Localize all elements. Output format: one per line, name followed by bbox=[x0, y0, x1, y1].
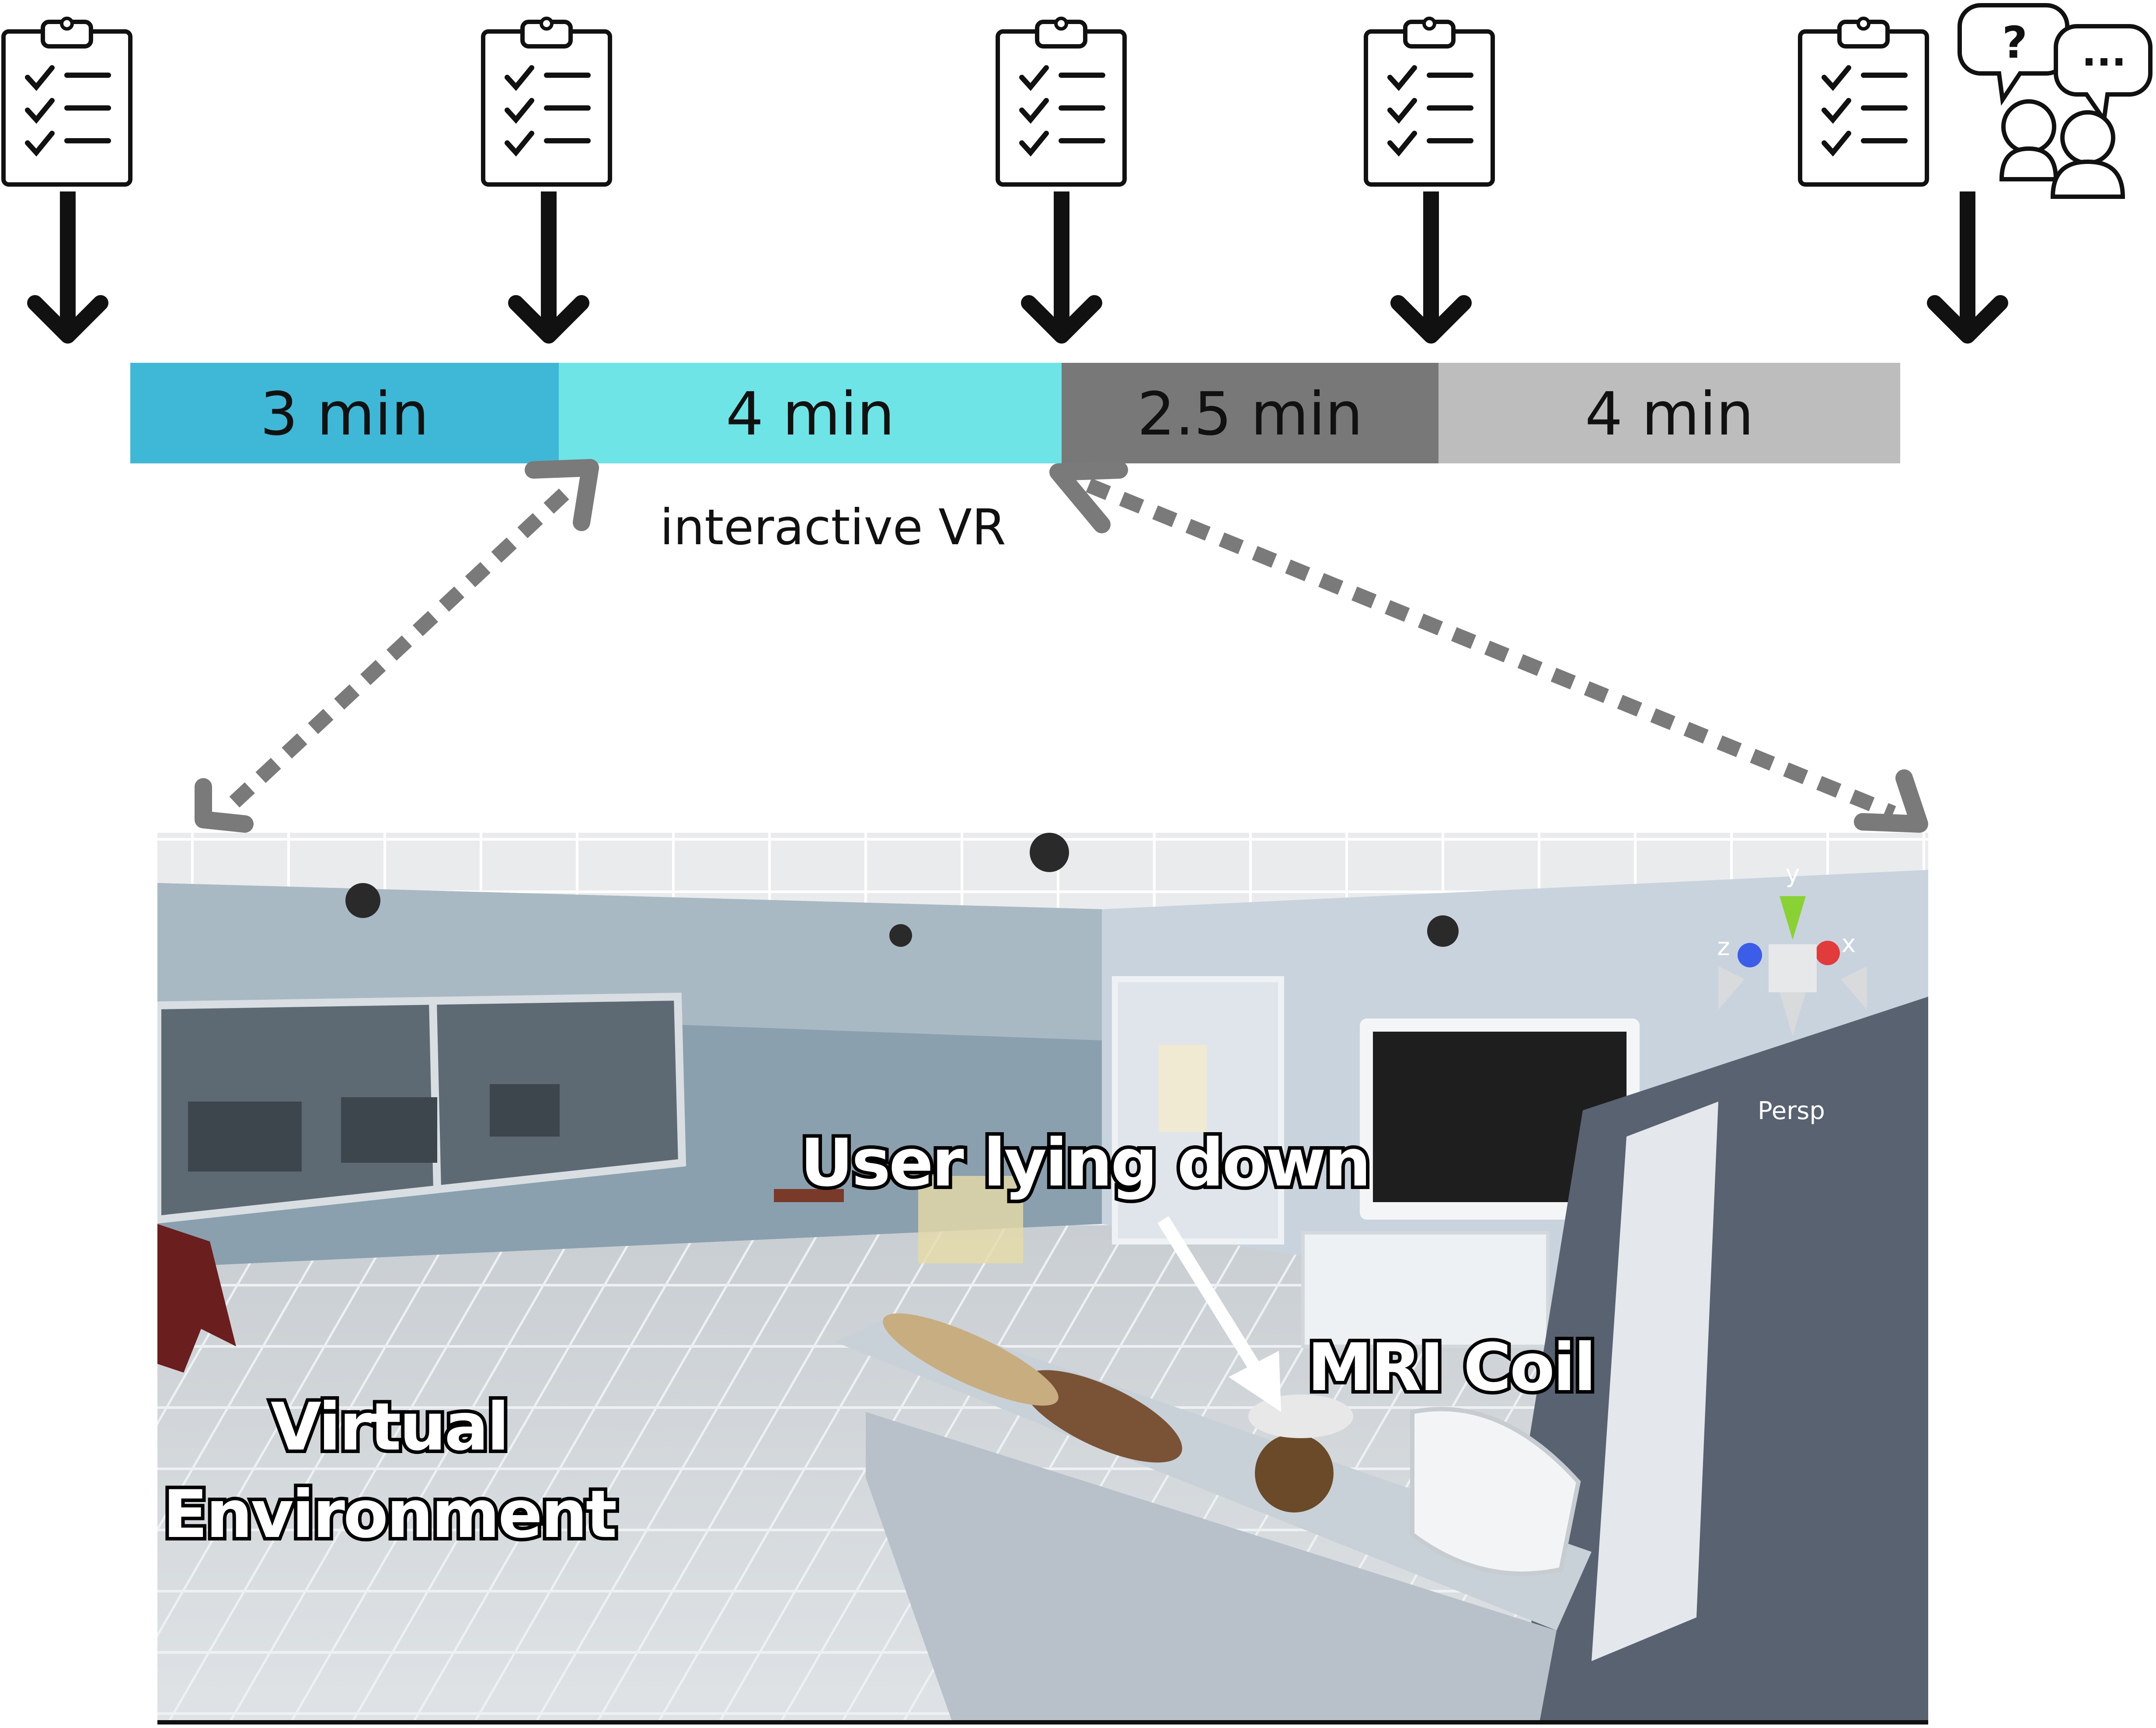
scene-orientation-gizmo[interactable]: y x z Persp bbox=[1717, 860, 1867, 1125]
questionnaire-icon-1 bbox=[3, 18, 130, 184]
segment-4 bbox=[1438, 363, 1900, 463]
segment-2-label: 4 min bbox=[726, 380, 895, 449]
arrow-down-3 bbox=[1029, 191, 1094, 336]
user-lying-down-label: User lying down bbox=[800, 1125, 1369, 1201]
gizmo-x-label: x bbox=[1841, 930, 1856, 958]
vr-scene-screenshot: y x z Persp User lying down MRI Coil Vir… bbox=[157, 833, 1928, 1725]
questionnaire-icon-3 bbox=[998, 18, 1125, 184]
segment-3 bbox=[1062, 363, 1438, 463]
questionnaire-icon-4 bbox=[1366, 18, 1493, 184]
interview-chat-icon: ? ... bbox=[1957, 3, 2153, 199]
arrow-down-1 bbox=[35, 191, 101, 336]
timeline-bar: 3 min 4 min 2.5 min 4 min bbox=[130, 363, 1900, 463]
arrow-down-4 bbox=[1398, 191, 1464, 336]
arrow-down-5 bbox=[1935, 191, 2000, 336]
gizmo-z-label: z bbox=[1717, 933, 1730, 961]
dotted-arrow-left bbox=[195, 459, 599, 833]
gizmo-y-label: y bbox=[1785, 860, 1800, 888]
user-pointer-arrow bbox=[1157, 1216, 1281, 1412]
virtual-environment-label-line1: Virtual bbox=[271, 1389, 508, 1465]
virtual-environment-label-line2: Environment bbox=[163, 1477, 616, 1553]
dotted-arrow-right bbox=[1049, 461, 1928, 833]
segment-3-label: 2.5 min bbox=[1137, 380, 1363, 449]
ellipsis-mark: ... bbox=[2082, 29, 2127, 75]
questionnaire-icon-2 bbox=[483, 18, 610, 184]
segment-1-label: 3 min bbox=[260, 380, 429, 449]
segment-1 bbox=[130, 363, 559, 463]
interactive-vr-caption: interactive VR bbox=[660, 499, 1006, 556]
mri-coil-label: MRI Coil bbox=[1307, 1330, 1595, 1406]
persp-label[interactable]: Persp bbox=[1758, 1097, 1825, 1125]
segment-4-label: 4 min bbox=[1585, 380, 1754, 449]
arrow-down-2 bbox=[516, 191, 582, 336]
question-mark: ? bbox=[2002, 17, 2027, 68]
questionnaire-icon-5 bbox=[1800, 18, 1927, 184]
segment-2 bbox=[559, 363, 1062, 463]
